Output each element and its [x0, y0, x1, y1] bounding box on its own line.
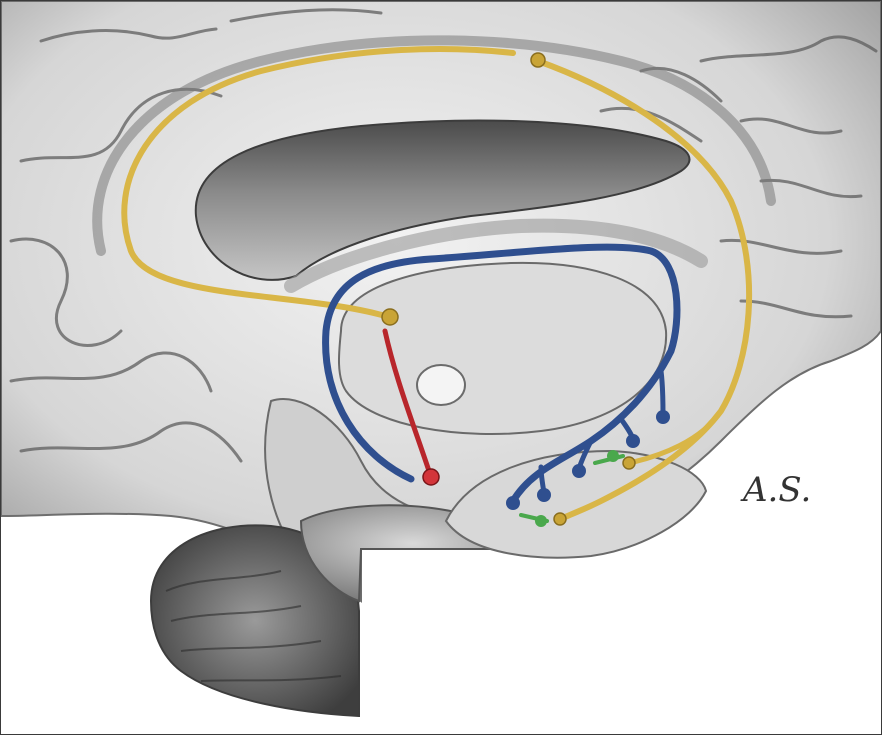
red-node	[423, 469, 439, 485]
artist-signature: A.S.	[740, 470, 811, 510]
yellow-node-hippocampus	[554, 513, 566, 525]
blue-node-4	[626, 434, 640, 448]
blue-node-1	[506, 496, 520, 510]
yellow-node-top	[531, 53, 545, 67]
blue-node-3	[572, 464, 586, 478]
blue-node-2	[537, 488, 551, 502]
interthalamic-adhesion	[417, 365, 465, 405]
yellow-node-mid	[623, 457, 635, 469]
svg-text:A.S.: A.S.	[740, 470, 811, 510]
blue-node-5	[656, 410, 670, 424]
yellow-node-thalamus	[382, 309, 398, 325]
